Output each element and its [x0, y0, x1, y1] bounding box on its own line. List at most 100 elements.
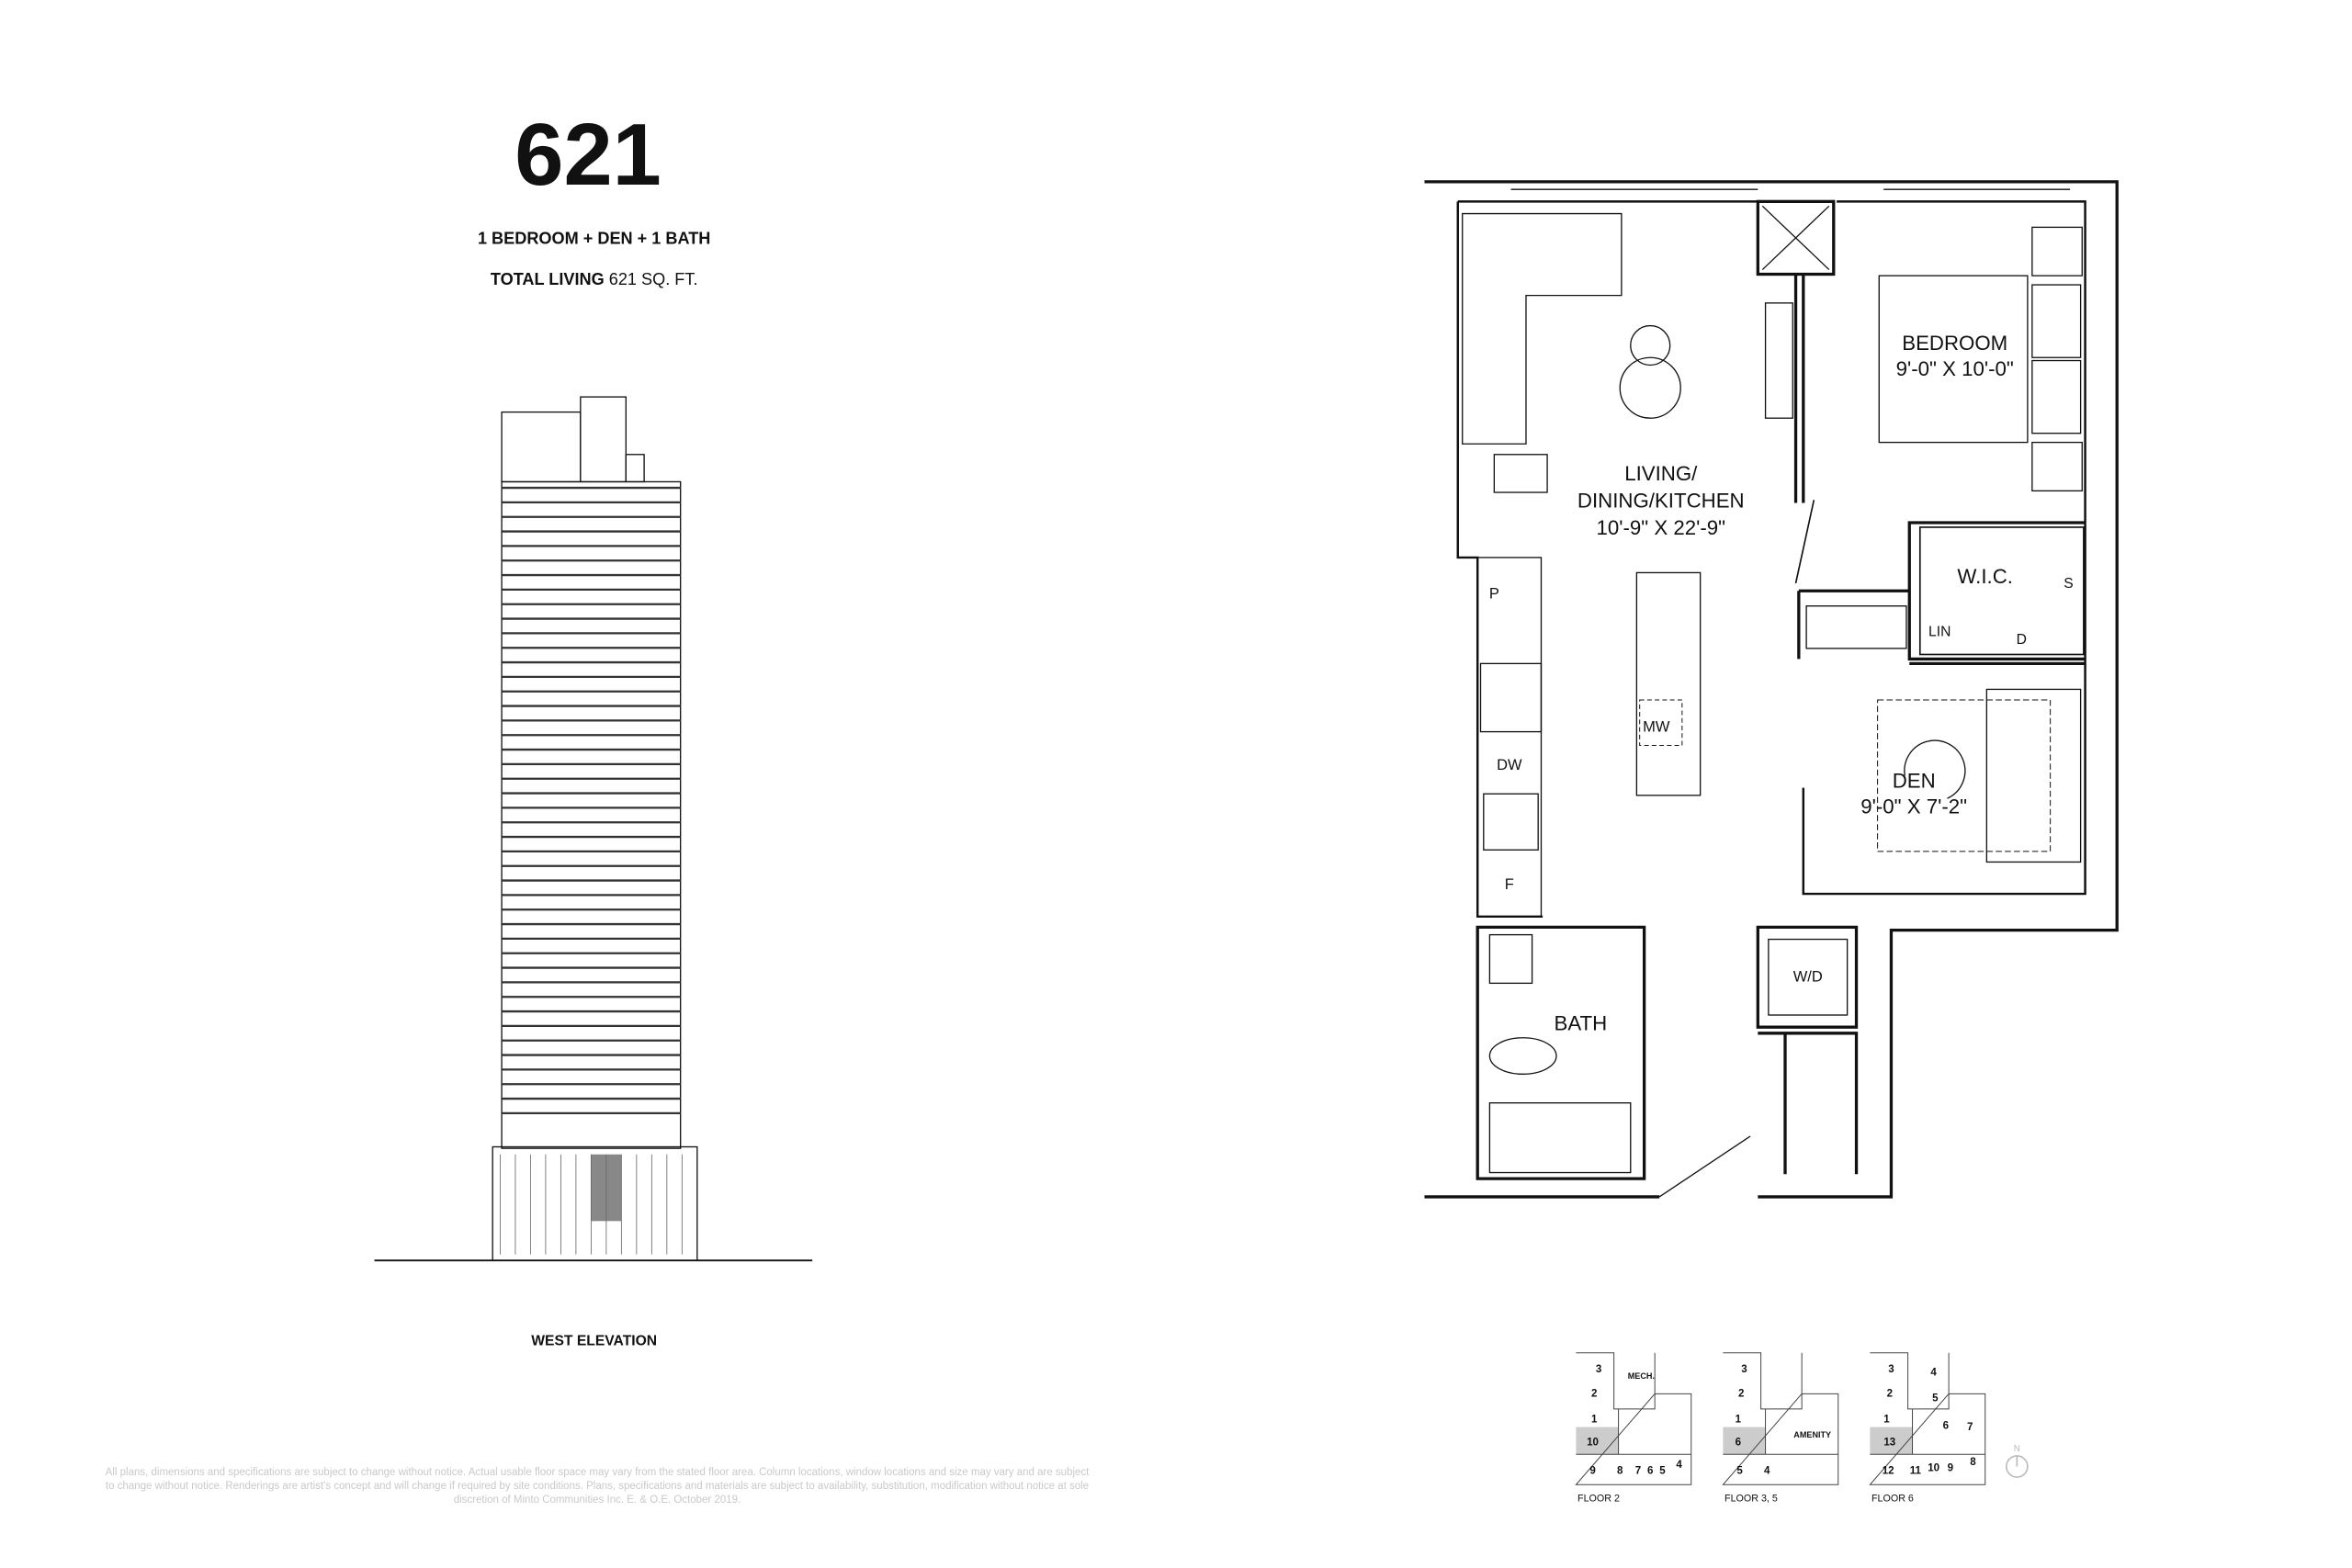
den-dimensions: 9'-0" X 7'-2" — [1860, 795, 1967, 818]
cooktop — [1479, 662, 1543, 733]
kitchen-counter — [1476, 557, 1543, 918]
desk — [1805, 605, 1907, 649]
key-plan-unit: 7 — [1635, 1466, 1641, 1477]
bed — [1878, 275, 2029, 444]
key-plan-unit: MECH. — [1628, 1371, 1655, 1381]
total-living-value: 621 SQ. FT. — [609, 270, 698, 288]
tower — [501, 480, 682, 1149]
total-living-label: TOTAL LIVING — [491, 270, 605, 288]
unit-number: 621 — [514, 106, 662, 204]
key-plan-unit: 8 — [1617, 1466, 1623, 1477]
den-label: DEN — [1893, 770, 1936, 793]
nightstand — [2031, 226, 2083, 276]
highlighted-unit — [1576, 1427, 1619, 1455]
key-plan-label: FLOOR 3, 5 — [1724, 1493, 1778, 1504]
dw-label: DW — [1497, 757, 1522, 773]
dining-table — [1619, 356, 1681, 419]
key-plan-unit: 13 — [1883, 1437, 1895, 1448]
key-plan-unit: 11 — [1910, 1466, 1922, 1477]
rooftop-mech — [625, 454, 645, 483]
wd-label: W/D — [1793, 969, 1823, 986]
key-plan-unit: 2 — [1738, 1389, 1744, 1400]
key-plan-outline — [1722, 1352, 1839, 1485]
nightstand — [2031, 441, 2083, 492]
bathtub — [1488, 1102, 1632, 1174]
key-plan-outline — [1869, 1352, 1986, 1485]
key-plan-outline — [1575, 1352, 1692, 1485]
vanity — [1488, 933, 1533, 985]
disclaimer: All plans, dimensions and specifications… — [105, 1467, 1090, 1506]
key-plan-unit: 5 — [1659, 1466, 1666, 1477]
toilet — [1488, 1037, 1557, 1075]
rooftop-mech — [501, 411, 582, 483]
elevation-label: WEST ELEVATION — [531, 1334, 657, 1349]
den-rug — [1877, 699, 2052, 852]
key-plan-unit: 1 — [1883, 1415, 1890, 1426]
key-plan-unit: 2 — [1887, 1389, 1893, 1400]
bedroom-dimensions: 9'-0" X 10'-0" — [1896, 357, 2014, 380]
wic-wall — [1797, 521, 2086, 666]
den-sofa — [1985, 688, 2082, 863]
bedroom-door — [1794, 500, 1815, 584]
key-plan-unit: 6 — [1943, 1420, 1949, 1431]
key-plan-unit: 9 — [1948, 1462, 1953, 1473]
mw-label: MW — [1643, 719, 1670, 736]
key-plan-unit: 10 — [1928, 1462, 1939, 1473]
coffee-table — [1493, 454, 1548, 493]
exterior-wall — [1424, 180, 2119, 1199]
key-plan-unit: 12 — [1883, 1466, 1894, 1477]
interior-wall — [1456, 201, 1544, 919]
pillow — [2031, 284, 2082, 358]
linen-label: LIN — [1928, 625, 1951, 640]
key-plan-unit: 5 — [1736, 1466, 1743, 1477]
key-plan-unit: 3 — [1888, 1364, 1894, 1375]
microwave — [1639, 699, 1683, 746]
unit-type: 1 BEDROOM + DEN + 1 BATH — [478, 230, 710, 248]
key-plan-unit: 4 — [1764, 1466, 1770, 1477]
total-living: TOTAL LIVING 621 SQ. FT. — [491, 270, 698, 288]
highlighted-unit — [1723, 1427, 1766, 1455]
pantry-label: P — [1489, 585, 1499, 602]
building-elevation — [374, 396, 813, 1262]
sink — [1483, 793, 1539, 851]
key-plan-label: FLOOR 2 — [1577, 1493, 1620, 1504]
dining-table — [1630, 324, 1671, 367]
living-label: LIVING/ — [1624, 462, 1698, 485]
laundry-wall — [1756, 925, 1859, 1175]
fridge-label: F — [1505, 876, 1514, 893]
sofa — [1462, 212, 1623, 445]
rooftop-mech — [580, 396, 627, 483]
key-plan-unit: 3 — [1596, 1364, 1601, 1375]
key-plan-unit: 10 — [1587, 1437, 1599, 1448]
shelf-label: S — [2064, 576, 2073, 592]
kitchen-island — [1635, 571, 1702, 796]
bedroom-wall — [1793, 274, 1805, 503]
living-label-2: DINING/KITCHEN — [1577, 490, 1745, 513]
bath-label: BATH — [1555, 1012, 1608, 1035]
key-plan-unit: 5 — [1932, 1393, 1939, 1404]
key-plan-unit: 4 — [1676, 1460, 1682, 1471]
den-chair — [1904, 739, 1966, 799]
north-compass: N — [2005, 1444, 2029, 1478]
key-plan-unit: 7 — [1967, 1422, 1973, 1433]
podium — [492, 1145, 698, 1261]
key-plan-unit: 1 — [1591, 1415, 1598, 1426]
key-plan-unit: AMENITY — [1793, 1430, 1831, 1439]
key-plan-unit: 2 — [1591, 1389, 1597, 1400]
key-plan-unit: 1 — [1736, 1415, 1742, 1426]
key-plan-unit: 6 — [1647, 1466, 1653, 1477]
tv-console — [1764, 302, 1793, 419]
key-plan-unit: 6 — [1736, 1437, 1741, 1448]
floor-plan: LIVING/ DINING/KITCHEN 10'-9" X 22'-9" B… — [1424, 180, 2119, 1199]
bedroom-label: BEDROOM — [1902, 332, 2007, 355]
living-dimensions: 10'-9" X 22'-9" — [1596, 516, 1725, 539]
entry-door — [1658, 1135, 1751, 1198]
wic — [1918, 526, 2085, 656]
compass-label: N — [2014, 1444, 2020, 1454]
mech-shaft-x — [1761, 205, 1830, 271]
